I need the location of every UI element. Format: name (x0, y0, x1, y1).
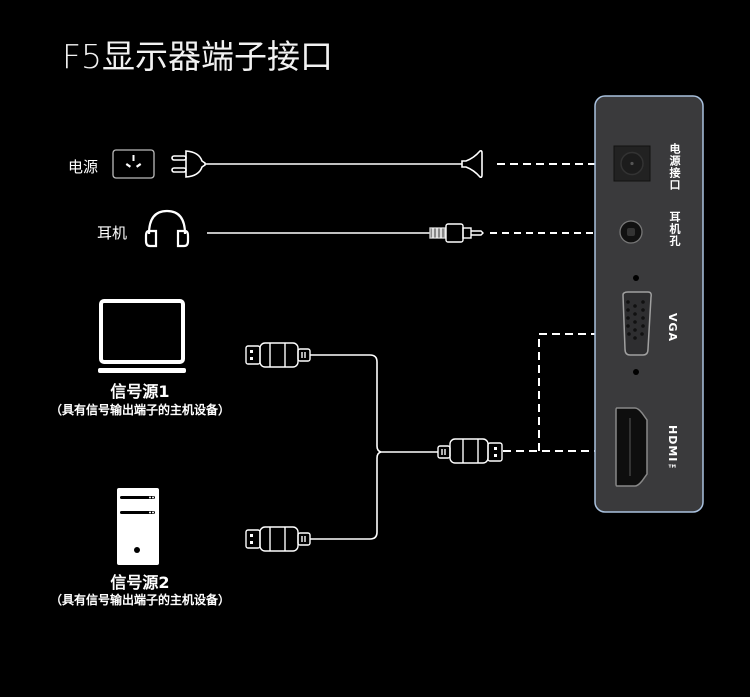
desktop-tower-icon (117, 488, 159, 565)
panel-port-label-hdmi: HDMI™ (666, 425, 679, 477)
panel-port-label-audio: 耳机孔 (668, 211, 681, 247)
power-outlet-icon (112, 149, 155, 179)
hdmi-plug-icon-2 (245, 526, 311, 552)
audio-jack-port-icon (619, 220, 643, 244)
panel-port-label-vga: VGA (666, 313, 679, 343)
vga-port-icon (622, 275, 652, 375)
hdmi-plug-icon-center (437, 438, 503, 464)
laptop-icon (98, 299, 186, 373)
headphones-icon (144, 209, 190, 248)
power-plug-icon (171, 150, 206, 178)
page-title: F5显示器端子接口 (62, 37, 333, 76)
power-label: 电源 (68, 158, 99, 176)
hdmi-splitter-cable (310, 354, 438, 540)
panel-port-label-power: 电源接口 (668, 143, 681, 191)
headphone-label: 耳机 (97, 224, 128, 242)
source-1-subtitle: （具有信号输出端子的主机设备） (49, 403, 230, 417)
source-2-title: 信号源2 (110, 573, 170, 592)
dc-power-port-icon (613, 145, 651, 182)
video-dashed-links (503, 333, 605, 452)
power-connector-icon (461, 149, 483, 179)
hdmi-plug-icon-1 (245, 342, 311, 368)
source-1-title: 信号源1 (110, 382, 170, 401)
hdmi-port-icon (615, 407, 648, 487)
source-2-subtitle: （具有信号输出端子的主机设备） (49, 593, 230, 607)
audio-jack-plug-icon (429, 223, 484, 243)
